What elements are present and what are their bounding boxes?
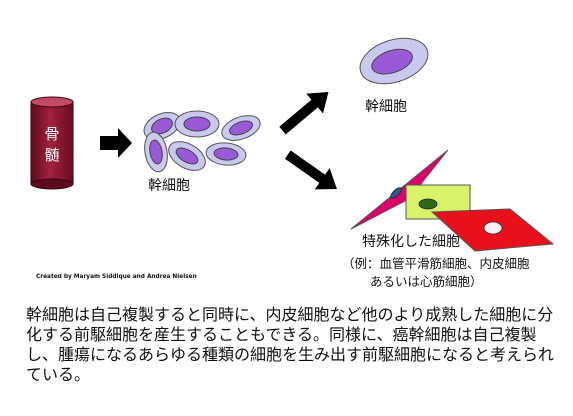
specialized-cells (350, 149, 555, 252)
marrow-label-bottom: 髄 (44, 146, 59, 164)
arrow-to-specialized-cells (284, 150, 337, 190)
smooth-muscle-cell (350, 149, 449, 230)
arrow-to-stem-cells (100, 128, 132, 158)
stem-cell (144, 131, 168, 173)
stem-cell-label: 幹細胞 (148, 177, 190, 194)
specialized-examples-line-2: あるいは心筋細胞） (370, 274, 483, 289)
top-stem-cell-label: 幹細胞 (365, 98, 407, 115)
bone-marrow-cylinder: 骨 髄 (30, 96, 74, 190)
stem-cell-cluster (143, 110, 261, 173)
stem-cell (221, 115, 261, 141)
stem-cell (174, 110, 220, 138)
arrow-to-top-stem-cell (279, 92, 329, 135)
top-stem-cell (359, 37, 429, 85)
credit-text: Created by Maryam Siddique and Andrea Ni… (36, 274, 197, 280)
specialized-examples-line-1: （例：血管平滑筋細胞、内皮細胞 (342, 256, 530, 271)
marrow-label-top: 骨 (44, 125, 59, 143)
specialized-cells-label: 特殊化した細胞 (362, 234, 460, 250)
stem-cell (205, 142, 247, 166)
stem-cell-diagram: 骨 髄 (30, 37, 555, 289)
caption-text: 幹細胞は自己複製すると同時に、内皮細胞など他のより成熟した細胞に分化する前駆細胞… (26, 305, 555, 384)
stem-cell (168, 141, 206, 171)
cardiac-muscle-cell (430, 208, 555, 252)
